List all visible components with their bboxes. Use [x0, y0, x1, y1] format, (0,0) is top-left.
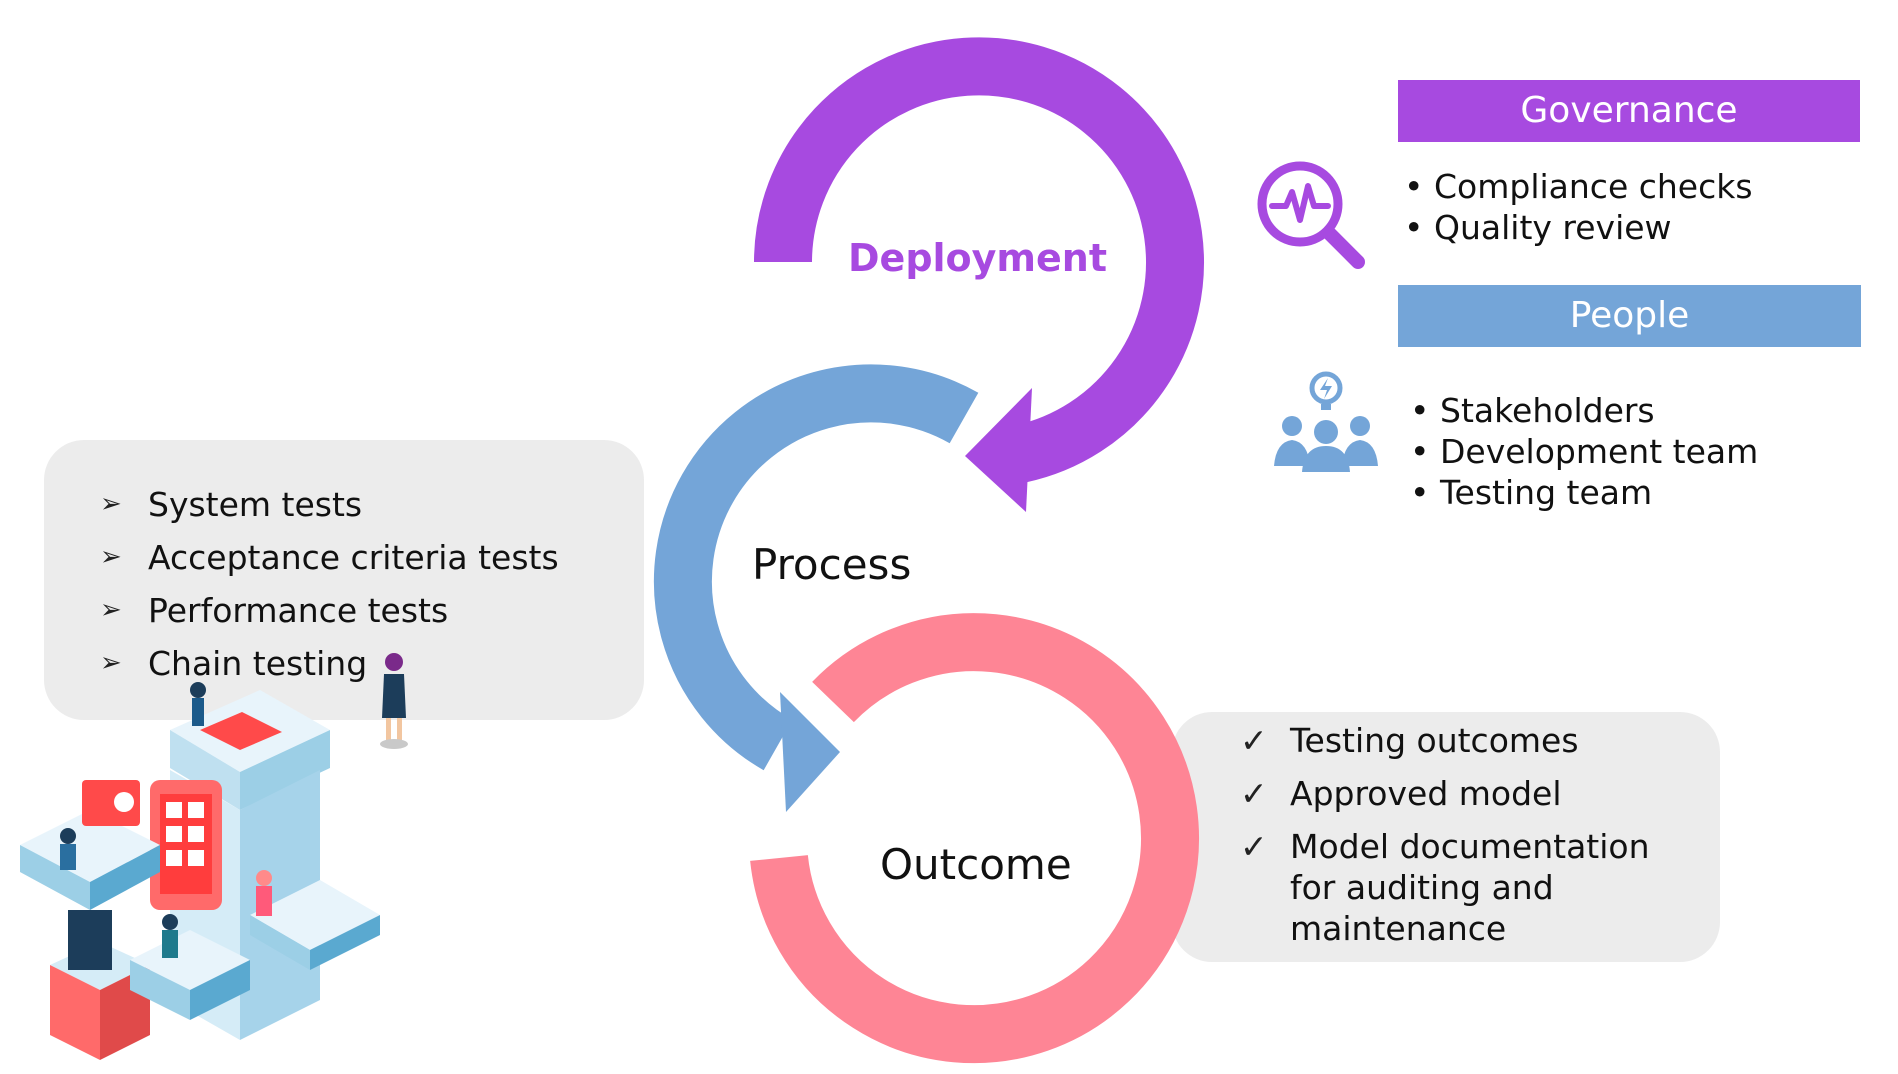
checkmark-icon: ✓: [1240, 721, 1268, 760]
outcome-label: Outcome: [880, 840, 1072, 889]
checkmark-icon: ✓: [1240, 774, 1268, 813]
arrowhead-bullet-icon: ➢: [100, 542, 122, 572]
process-arrowhead: [780, 692, 840, 812]
outcome-arc: [750, 613, 1199, 1064]
list-item-label: System tests: [148, 485, 363, 524]
list-item-label: Testing team: [1440, 473, 1653, 512]
deployment-label: Deployment: [848, 236, 1108, 280]
list-item: ✓ Approved model: [1240, 773, 1650, 814]
list-item: •Quality review: [1404, 208, 1672, 247]
people-list: •Stakeholders •Development team •Testing…: [1410, 390, 1758, 513]
governance-list: •Compliance checks •Quality review: [1404, 166, 1753, 248]
list-item: •Development team: [1410, 432, 1759, 471]
list-item: ➢ Performance tests: [100, 584, 559, 637]
arrowhead-bullet-icon: ➢: [100, 489, 122, 519]
list-item: ➢ Acceptance criteria tests: [100, 531, 559, 584]
list-item-label: Testing outcomes: [1290, 721, 1579, 760]
process-arc: [653, 364, 979, 771]
outcome-panel: [1172, 712, 1720, 962]
deployment-arc: [754, 37, 1204, 483]
people-header: People: [1398, 285, 1861, 347]
checkmark-icon: ✓: [1240, 827, 1268, 866]
list-item: ✓ Model documentation for auditing and m…: [1240, 826, 1650, 949]
deployment-arrowhead: [965, 388, 1032, 512]
list-item-label: Stakeholders: [1440, 391, 1655, 430]
list-item: •Stakeholders: [1410, 391, 1655, 430]
isometric-office-team-illustration: [20, 682, 380, 1060]
list-item: •Testing team: [1410, 473, 1653, 512]
arrowhead-bullet-icon: ➢: [100, 595, 122, 625]
list-item: ➢ System tests: [100, 478, 559, 531]
list-item-label: Performance tests: [148, 591, 449, 630]
list-item-label: Model documentation: [1290, 827, 1650, 866]
tests-panel: [44, 440, 644, 720]
list-item: ✓ Testing outcomes: [1240, 720, 1650, 761]
list-item-label: Acceptance criteria tests: [148, 538, 559, 577]
standing-person-illustration: [380, 653, 408, 749]
magnifier-pulse-icon: [1257, 161, 1365, 269]
process-label: Process: [752, 540, 912, 589]
team-idea-icon: [1274, 371, 1378, 472]
governance-header: Governance: [1398, 80, 1860, 142]
list-item: ➢ Chain testing: [100, 637, 559, 690]
arrowhead-bullet-icon: ➢: [100, 648, 122, 678]
list-item: •Compliance checks: [1404, 167, 1753, 206]
list-item-label: for auditing and: [1290, 868, 1554, 907]
list-item-label: Approved model: [1290, 774, 1562, 813]
list-item-label: maintenance: [1290, 909, 1507, 948]
list-item-label: Development team: [1440, 432, 1759, 471]
tests-list: ➢ System tests ➢ Acceptance criteria tes…: [100, 478, 559, 690]
list-item-label: Chain testing: [148, 644, 368, 683]
list-item-label: Quality review: [1434, 208, 1672, 247]
outcome-list: ✓ Testing outcomes ✓ Approved model ✓ Mo…: [1240, 720, 1650, 961]
list-item-label: Compliance checks: [1434, 167, 1753, 206]
